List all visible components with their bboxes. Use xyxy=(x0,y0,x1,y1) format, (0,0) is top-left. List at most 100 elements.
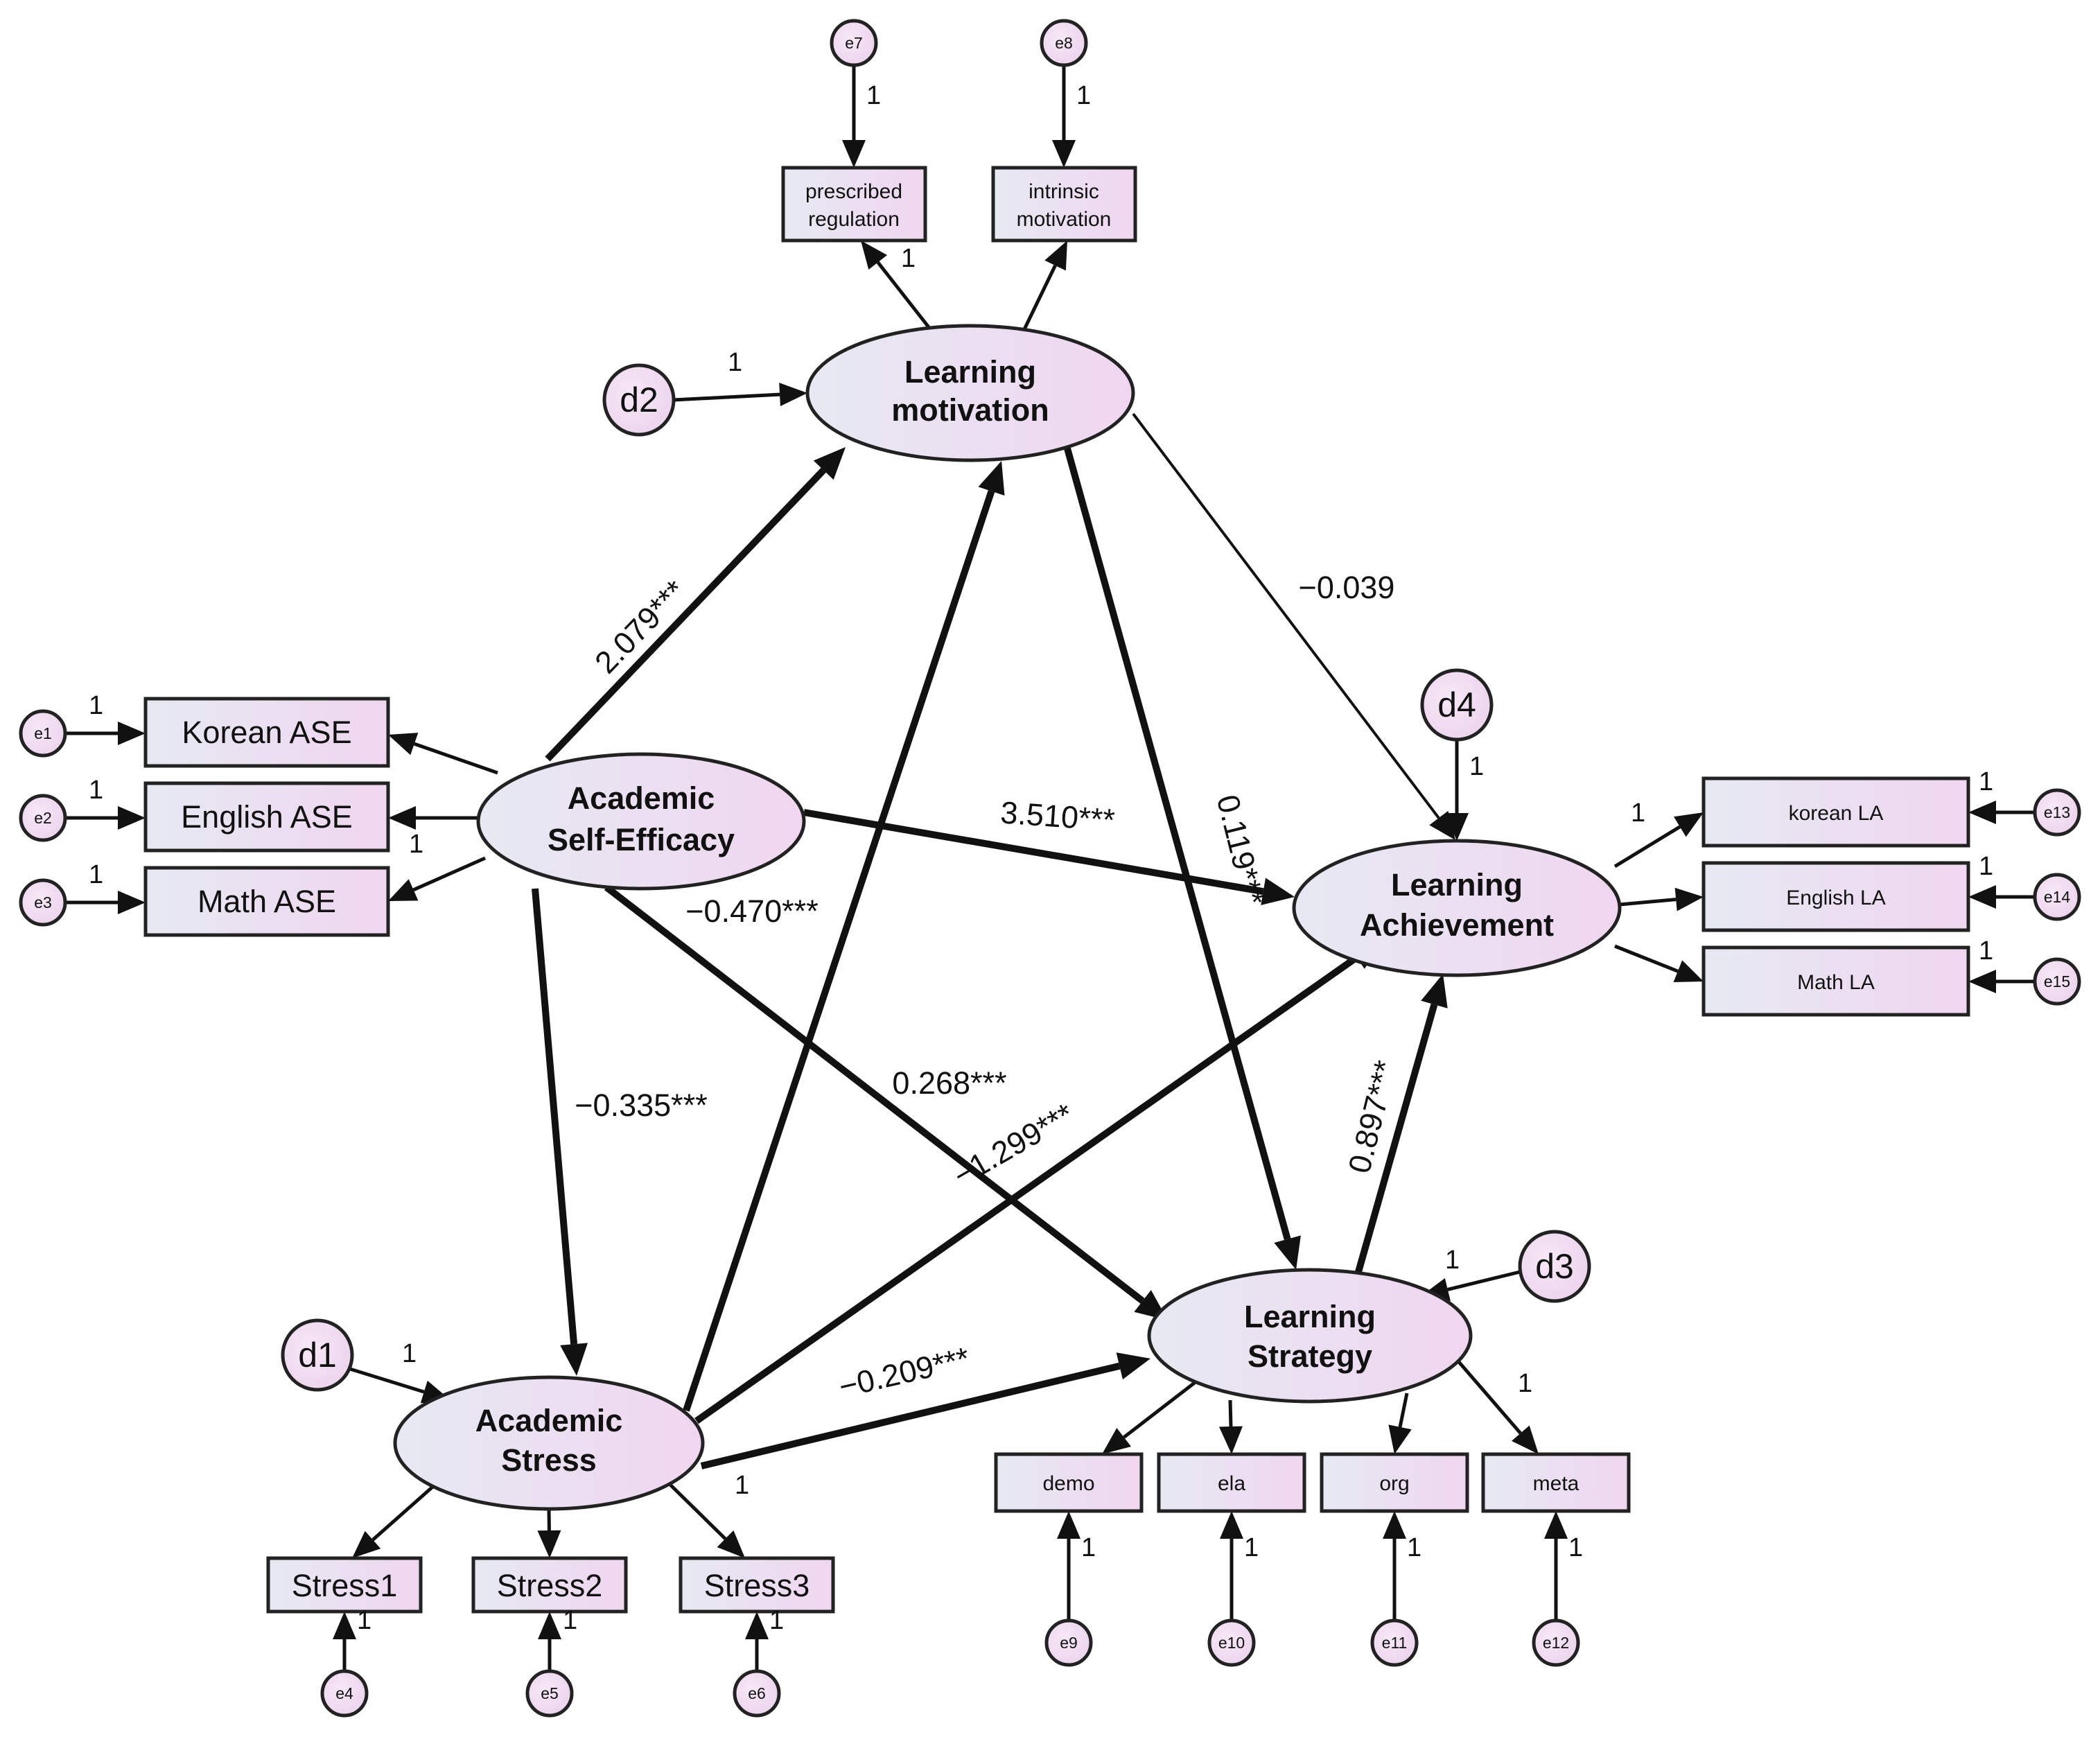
arrow-shaft xyxy=(604,884,1145,1304)
error-e14: e14 xyxy=(2033,873,2081,921)
path-stress-to-motivation xyxy=(683,461,1005,1412)
observed-label: Stress2 xyxy=(497,1568,603,1603)
arrow-shaft xyxy=(1132,412,1440,819)
latent-label-line2: Strategy xyxy=(1248,1338,1372,1374)
observed-label-line2: motivation xyxy=(1017,208,1112,231)
loading-one: 1 xyxy=(89,691,103,720)
arrow-shaft xyxy=(1022,264,1057,331)
error-label: e8 xyxy=(1055,34,1073,52)
error-label: e4 xyxy=(335,1684,353,1702)
arrow xyxy=(65,891,146,914)
arrow-shaft xyxy=(349,1367,425,1394)
observed-label: korean LA xyxy=(1789,802,1884,825)
arrow-head xyxy=(1968,970,1996,993)
observed-english-ase: English ASE xyxy=(143,781,390,853)
arrow-head xyxy=(1218,1426,1243,1454)
error-label: e5 xyxy=(541,1684,559,1702)
arrow xyxy=(1218,1399,1243,1454)
arrow xyxy=(1614,944,1704,982)
latent-learning-motivation: Learning motivation xyxy=(805,324,1135,462)
observed-label: ela xyxy=(1218,1472,1245,1495)
arrow-shaft xyxy=(412,856,487,892)
loading-one: 1 xyxy=(901,244,916,273)
error-label: e14 xyxy=(2044,888,2071,906)
arrow-shaft xyxy=(876,261,930,329)
coef-stress-to-strategy: −0.209*** xyxy=(836,1341,973,1405)
observed-english-la: English LA xyxy=(1701,861,1970,932)
error-e12: e12 xyxy=(1532,1618,1580,1667)
arrow xyxy=(1132,412,1455,840)
error-e9: e9 xyxy=(1044,1618,1093,1667)
loading-one: 1 xyxy=(1518,1369,1532,1398)
arrow xyxy=(683,461,1005,1412)
loading-one: 1 xyxy=(563,1606,577,1635)
coef-motivation-to-strategy: 0.119*** xyxy=(1210,792,1272,909)
arrow xyxy=(700,1352,1150,1469)
arrow-head xyxy=(118,806,146,830)
arrow-shaft xyxy=(1458,1361,1522,1435)
path-stress-to-strategy xyxy=(700,1352,1150,1469)
path-motivation-to-achievement xyxy=(1132,412,1455,840)
path-strategy-to-achievement xyxy=(1354,974,1448,1278)
loading-one: 1 xyxy=(728,348,742,377)
latent-learning-strategy: Learning Strategy xyxy=(1147,1268,1473,1404)
arrow xyxy=(388,856,487,901)
arrow-head xyxy=(333,1612,356,1639)
arrow-shaft xyxy=(413,742,498,775)
arrow-head xyxy=(388,733,419,756)
observed-label-line1: intrinsic xyxy=(1029,180,1099,203)
arrow-head xyxy=(560,1343,588,1376)
disturbance-label: d1 xyxy=(298,1336,337,1374)
arrow xyxy=(333,1612,356,1671)
arrow xyxy=(545,447,846,762)
arrow-shaft xyxy=(1613,825,1681,869)
error-label: e9 xyxy=(1060,1634,1078,1652)
arrow xyxy=(1102,1378,1200,1454)
error-e3: e3 xyxy=(19,878,67,927)
arrow-shaft xyxy=(545,467,826,762)
arrow-head xyxy=(745,1612,769,1639)
latent-label-line1: Academic xyxy=(568,780,715,816)
path-arrows xyxy=(532,412,1455,1469)
error-label: e12 xyxy=(1543,1634,1569,1652)
arrow xyxy=(1968,801,2035,824)
arrow xyxy=(861,241,930,329)
coef-ase-to-achievement: 3.510*** xyxy=(999,794,1116,837)
disturbance-label: d3 xyxy=(1535,1247,1574,1286)
error-e2: e2 xyxy=(19,794,67,842)
error-e4: e4 xyxy=(320,1669,369,1718)
arrow-head xyxy=(1421,974,1448,1009)
arrow xyxy=(1458,1361,1539,1454)
arrow-shaft xyxy=(371,1482,438,1542)
arrow xyxy=(388,733,498,775)
arrow xyxy=(1057,1511,1080,1621)
latent-label-line2: motivation xyxy=(891,392,1049,428)
observed-label: meta xyxy=(1533,1472,1580,1495)
loading-one: 1 xyxy=(1445,1246,1460,1275)
arrow-head xyxy=(1968,885,1996,909)
arrow xyxy=(1064,447,1301,1270)
arrow-shaft xyxy=(1447,1270,1521,1291)
error-e6: e6 xyxy=(733,1669,781,1718)
arrow xyxy=(65,806,146,830)
loading-one: 1 xyxy=(1076,81,1091,110)
observed-label-line1: prescribed xyxy=(805,180,902,203)
arrow-shaft xyxy=(673,392,780,402)
latent-label-line2: Self-Efficacy xyxy=(548,822,735,857)
observed-label: Stress1 xyxy=(292,1568,398,1603)
arrow-head xyxy=(538,1612,561,1639)
arrow xyxy=(1968,970,2035,993)
error-label: e1 xyxy=(34,724,52,742)
arrow xyxy=(667,1482,745,1558)
observed-stress1: Stress1 xyxy=(266,1556,423,1614)
loading-one: 1 xyxy=(735,1471,749,1500)
coef-motivation-to-achievement: −0.039 xyxy=(1299,570,1395,605)
arrow xyxy=(673,383,807,407)
arrow-head xyxy=(1388,1424,1412,1454)
loading-one: 1 xyxy=(1081,1533,1096,1562)
arrow-head xyxy=(1511,1425,1539,1454)
arrow-shaft xyxy=(694,954,1359,1424)
arrow-head xyxy=(1445,813,1469,841)
disturbance-d4: d4 xyxy=(1420,668,1494,742)
